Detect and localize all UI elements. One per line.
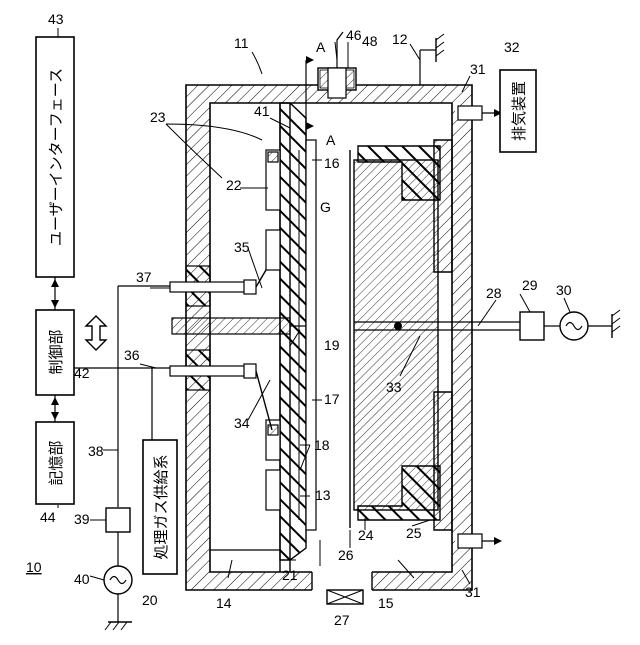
label-31b: 31 bbox=[465, 584, 481, 600]
matcher-39-box bbox=[106, 508, 130, 532]
exhaust-pipe-upper bbox=[458, 106, 482, 120]
figure-number: 10 bbox=[26, 559, 42, 575]
storage-text: 記憶部 bbox=[48, 440, 65, 485]
label-25: 25 bbox=[406, 525, 422, 541]
label-46: 46 bbox=[346, 27, 362, 43]
label-33: 33 bbox=[386, 379, 402, 395]
label-11: 11 bbox=[234, 35, 249, 51]
label-26: 26 bbox=[338, 547, 354, 563]
label-44: 44 bbox=[40, 509, 56, 525]
label-39: 39 bbox=[74, 511, 90, 527]
label-15: 15 bbox=[378, 595, 394, 611]
gas-supply-text: 処理ガス供給系 bbox=[153, 454, 170, 559]
label-29: 29 bbox=[522, 277, 538, 293]
label-42: 42 bbox=[74, 365, 90, 381]
label-34: 34 bbox=[234, 415, 250, 431]
label-41: 41 bbox=[254, 103, 270, 119]
section-a-top: A bbox=[316, 39, 326, 55]
controller-text: 制御部 bbox=[48, 329, 65, 374]
exhaust-device-text: 排気装置 bbox=[511, 81, 528, 141]
label-37: 37 bbox=[136, 269, 152, 285]
label-G: G bbox=[320, 199, 331, 215]
label-35: 35 bbox=[234, 239, 250, 255]
shower-plate-16 bbox=[306, 140, 316, 530]
label-28: 28 bbox=[486, 285, 502, 301]
label-21: 21 bbox=[282, 567, 298, 583]
control-signal-arrow bbox=[86, 316, 106, 350]
label-40: 40 bbox=[74, 571, 90, 587]
stage-24 bbox=[354, 160, 438, 510]
section-a-bottom: A bbox=[326, 132, 336, 148]
label-22: 22 bbox=[226, 177, 242, 193]
support-upper bbox=[434, 140, 452, 272]
support-lower bbox=[434, 392, 452, 530]
label-23: 23 bbox=[150, 109, 166, 125]
label-17: 17 bbox=[324, 391, 340, 407]
label-31a: 31 bbox=[470, 61, 486, 77]
label-27: 27 bbox=[334, 612, 350, 628]
label-32: 32 bbox=[504, 39, 520, 55]
label-12: 12 bbox=[392, 31, 408, 47]
label-24: 24 bbox=[358, 527, 374, 543]
gas-pipe-19 bbox=[172, 318, 290, 334]
label-14: 14 bbox=[216, 595, 232, 611]
label-30: 30 bbox=[556, 282, 572, 298]
label-19: 19 bbox=[324, 337, 340, 353]
label-18: 18 bbox=[314, 437, 330, 453]
matcher-29-box bbox=[520, 312, 544, 340]
label-38: 38 bbox=[88, 443, 104, 459]
label-16: 16 bbox=[324, 155, 340, 171]
label-36: 36 bbox=[124, 347, 140, 363]
label-48: 48 bbox=[362, 33, 378, 49]
label-43: 43 bbox=[48, 11, 64, 27]
user-interface-text: ユーザーインターフェース bbox=[48, 68, 65, 246]
exhaust-pipe-lower bbox=[458, 534, 482, 548]
label-20: 20 bbox=[142, 592, 158, 608]
label-13: 13 bbox=[315, 487, 331, 503]
